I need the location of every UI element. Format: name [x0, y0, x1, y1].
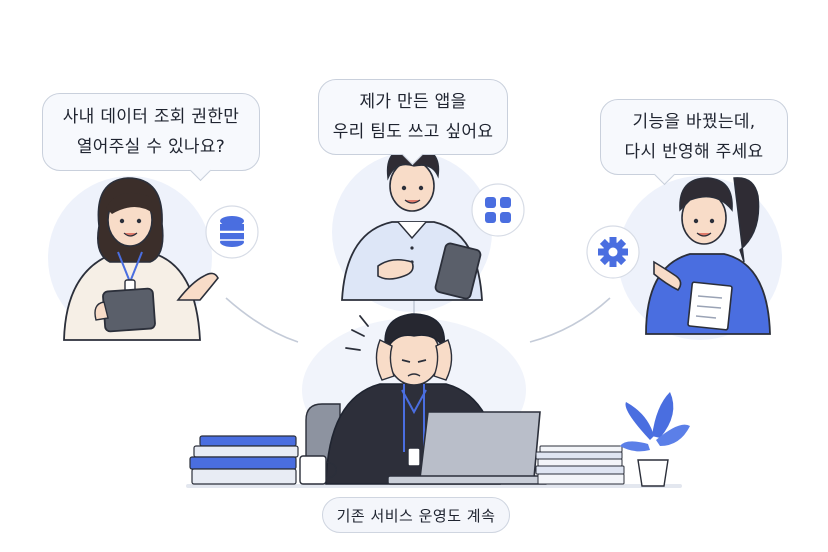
gear-icon [586, 225, 640, 279]
paper-stack-right [535, 445, 625, 485]
plant [620, 392, 690, 487]
center-person [341, 147, 483, 301]
speech-bubble-left-line2: 열어주실 수 있나요? [76, 137, 226, 157]
speech-bubble-left: 사내 데이터 조회 권한만 열어주실 수 있나요? [42, 93, 260, 182]
speech-bubble-center-line1: 제가 만든 앱을 [359, 92, 467, 112]
database-icon [205, 205, 259, 259]
app-grid-icon [471, 183, 525, 237]
speech-bubble-left-line1: 사내 데이터 조회 권한만 [62, 107, 240, 127]
right-person [645, 177, 771, 335]
speech-bubble-right-line1: 기능을 바꿨는데, [632, 112, 756, 132]
speech-bubble-right: 기능을 바꿨는데, 다시 반영해 주세요 [600, 99, 788, 186]
speech-bubble-center-line2: 우리 팀도 쓰고 싶어요 [332, 122, 494, 142]
speech-bubble-center: 제가 만든 앱을 우리 팀도 쓰고 싶어요 [318, 79, 508, 166]
connector-right [529, 297, 611, 343]
caption-label: 기존 서비스 운영도 계속 [322, 497, 510, 533]
connector-left [225, 297, 299, 343]
left-person [63, 177, 219, 341]
speech-bubble-right-line2: 다시 반영해 주세요 [624, 142, 764, 162]
book-stack-left [189, 435, 299, 485]
desk-scene [186, 313, 690, 488]
